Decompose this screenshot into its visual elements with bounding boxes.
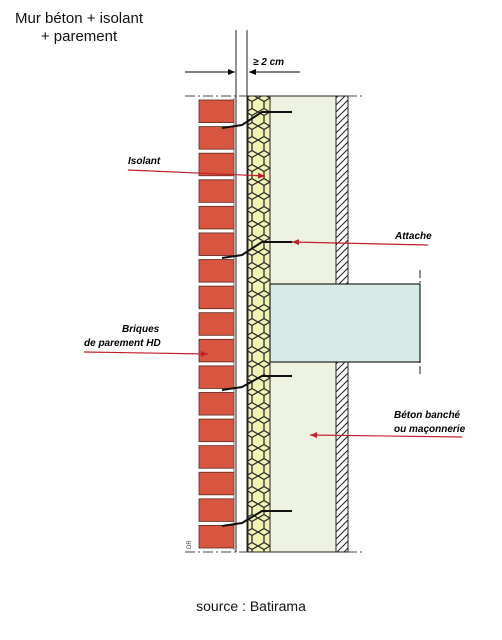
label-isolant: Isolant — [128, 156, 161, 167]
wall-tie-2 — [221, 241, 292, 259]
brick — [198, 392, 235, 416]
brick — [198, 312, 235, 336]
brick — [198, 99, 235, 123]
brick — [198, 525, 235, 549]
arrow-isolant — [127, 169, 266, 179]
brick — [198, 285, 235, 310]
brick — [198, 445, 235, 469]
brick — [198, 338, 235, 363]
label-beton-line-1: Béton banché — [394, 410, 461, 421]
diagram-title: Mur béton + isolant + parement — [0, 10, 158, 46]
arrow-attache — [291, 239, 429, 246]
brick — [198, 126, 235, 150]
wall-tie-4 — [221, 510, 292, 527]
brick — [198, 152, 235, 177]
brick — [198, 498, 235, 522]
brick — [198, 365, 235, 389]
arrow-beton — [309, 432, 463, 439]
insulation-hex-pattern — [248, 96, 270, 552]
label-briques-line-1: Briques — [122, 324, 160, 335]
label-beton-line-2: ou maçonnerie — [394, 424, 466, 435]
brick — [198, 259, 235, 283]
source-caption: source : Batirama — [196, 598, 306, 614]
label-attache: Attache — [394, 231, 432, 242]
title-line-1: Mur béton + isolant — [15, 10, 143, 27]
dimension-label: ≥ 2 cm — [253, 57, 284, 68]
brick — [198, 179, 235, 203]
floor-slab — [269, 283, 421, 363]
wall-tie-3 — [221, 375, 292, 391]
title-line-2: + parement — [40, 28, 118, 45]
brick — [198, 205, 235, 230]
brick-wall — [198, 98, 235, 550]
signature-text: DR — [187, 540, 193, 549]
brick — [198, 418, 235, 443]
wall-tie-1 — [221, 111, 292, 129]
arrow-briques — [83, 350, 209, 357]
brick — [198, 232, 235, 256]
wall-ties — [221, 111, 292, 527]
label-briques-line-2: de parement HD — [84, 338, 161, 349]
brick — [198, 471, 235, 496]
